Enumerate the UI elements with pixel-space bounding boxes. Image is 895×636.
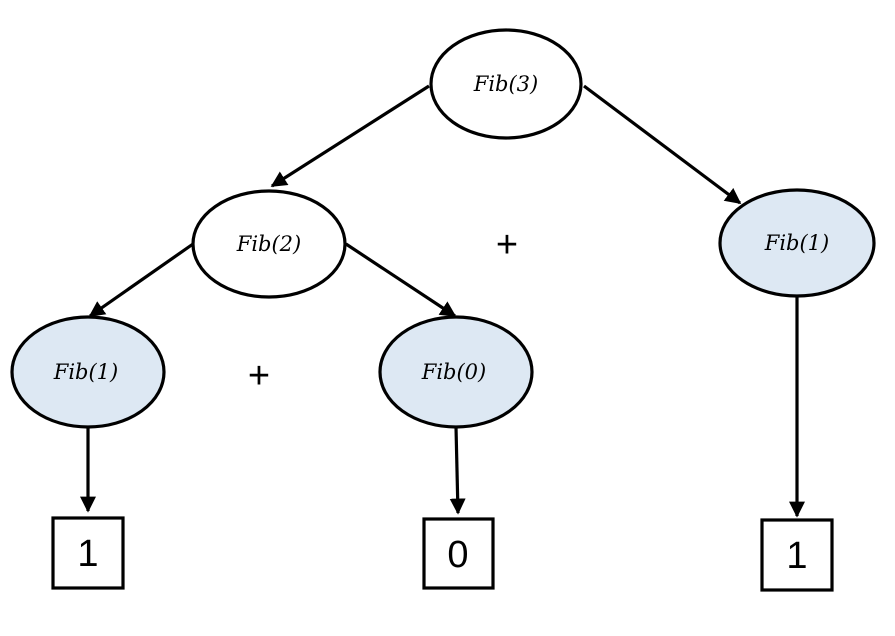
- result-box-left-shape: [51, 516, 125, 590]
- result-box-right: 1: [760, 518, 834, 592]
- node-fib1-left-shape: [10, 315, 166, 429]
- node-fib2-label: Fib(2): [236, 232, 301, 256]
- edge-fib2-to-fib0: [345, 242, 457, 318]
- edge-fib3-to-fib2: [270, 84, 430, 188]
- node-fib2: Fib(2): [191, 189, 347, 299]
- node-fib3-label: Fib(3): [473, 72, 538, 96]
- node-fib1-right: Fib(1): [718, 188, 876, 298]
- node-fib3-shape: [429, 28, 583, 140]
- result-middle-value: 0: [447, 534, 468, 576]
- node-fib3: Fib(3): [429, 28, 583, 140]
- node-fib0-label: Fib(0): [421, 360, 486, 384]
- node-fib1-right-shape: [718, 188, 876, 298]
- plus-operator-top: +: [496, 224, 518, 266]
- plus-operator-bottom: +: [248, 355, 270, 397]
- node-fib1-left: Fib(1): [10, 315, 166, 429]
- node-fib0-shape: [378, 315, 534, 429]
- result-box-middle: 0: [422, 517, 495, 590]
- node-fib0: Fib(0): [378, 315, 534, 429]
- edge-fib0-to-result: [449, 426, 466, 515]
- result-left-value: 1: [77, 533, 98, 575]
- result-right-value: 1: [786, 535, 807, 577]
- edge-fib3-to-fib1-right: [583, 84, 742, 205]
- result-box-left: 1: [51, 516, 125, 590]
- edge-fib2-to-fib1-left: [88, 242, 194, 318]
- result-box-right-shape: [760, 518, 834, 592]
- node-fib1-left-label: Fib(1): [53, 360, 118, 384]
- node-fib2-shape: [191, 189, 347, 299]
- node-fib1-right-label: Fib(1): [764, 231, 829, 255]
- result-box-middle-shape: [422, 517, 495, 590]
